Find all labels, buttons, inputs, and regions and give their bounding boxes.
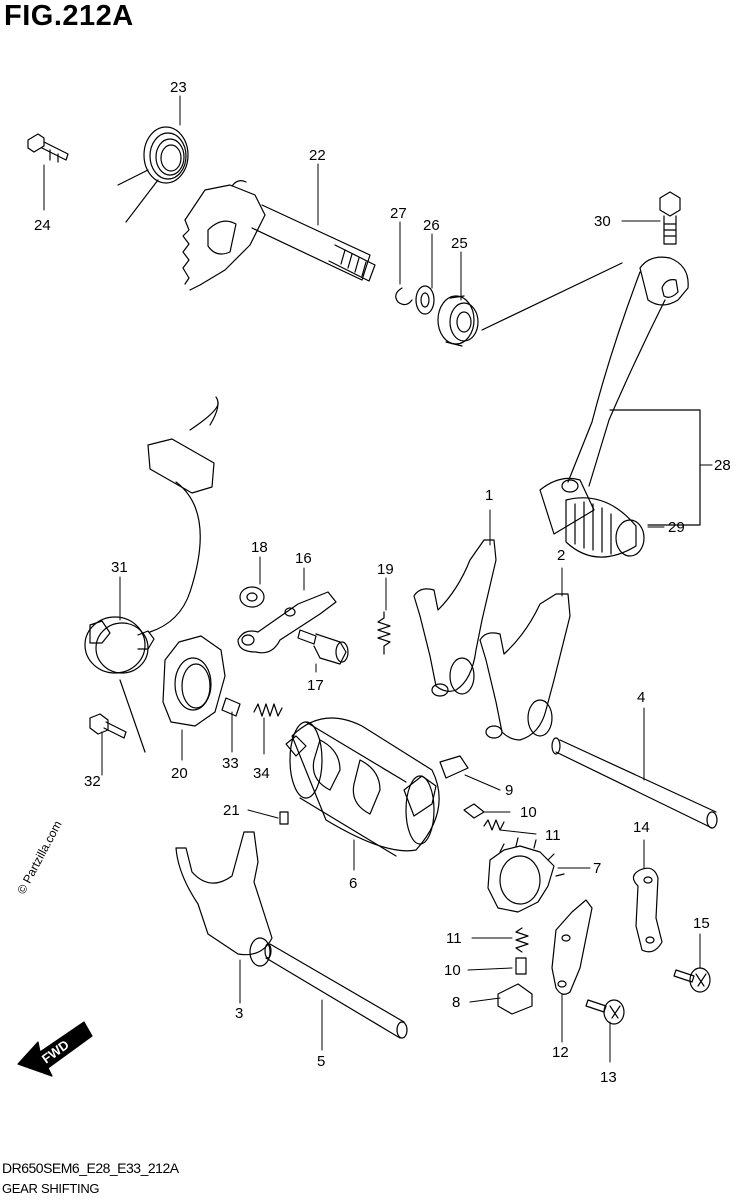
callout-4: 4 (637, 689, 645, 706)
callout-labels: 23 24 22 27 26 25 30 28 29 1 2 31 18 16 … (34, 79, 731, 1086)
part-27-circlip[interactable] (395, 287, 413, 306)
part-22-shift-shaft[interactable] (182, 180, 376, 291)
callout-20: 20 (171, 765, 188, 782)
callout-2: 2 (557, 547, 565, 564)
part-9-pin[interactable] (439, 755, 469, 779)
callout-19: 19 (377, 561, 394, 578)
figure-title: FIG.212A (4, 0, 134, 32)
figure-code: DR650SEM6_E28_E33_212A (2, 1160, 179, 1176)
part-30-bolt[interactable] (659, 191, 681, 245)
callout-31: 31 (111, 559, 128, 576)
part-4-fork-shaft[interactable] (551, 737, 718, 829)
callout-28: 28 (714, 457, 731, 474)
callout-14: 14 (633, 819, 650, 836)
callout-29: 29 (668, 519, 685, 536)
part-17-bolt[interactable] (297, 629, 349, 665)
callout-22: 22 (309, 147, 326, 164)
guide-line-31-32 (119, 679, 146, 753)
callout-11-lower: 11 (446, 930, 462, 947)
part-2-shift-fork[interactable] (479, 593, 571, 741)
part-10-pin-upper[interactable] (463, 803, 485, 819)
part-3-shift-fork[interactable] (175, 831, 273, 967)
part-1-shift-fork[interactable] (413, 539, 497, 697)
part-12-stopper-plate[interactable] (551, 899, 593, 995)
callout-11-upper: 11 (545, 827, 561, 844)
callout-24: 24 (34, 217, 51, 234)
part-29-pedal-rubber[interactable] (561, 479, 645, 558)
callout-13: 13 (600, 1069, 617, 1086)
callout-27: 27 (390, 205, 407, 222)
callout-3: 3 (235, 1005, 243, 1022)
callout-10-lower: 10 (444, 962, 461, 979)
watermark: © Partzilla.com (14, 818, 64, 896)
callout-17: 17 (307, 677, 324, 694)
callout-16: 16 (295, 550, 312, 567)
part-32-screw[interactable] (89, 713, 127, 739)
part-26-washer[interactable] (415, 285, 435, 315)
part-5-fork-shaft[interactable] (264, 943, 408, 1039)
part-31-gear-position-switch[interactable] (84, 396, 219, 674)
callout-32: 32 (84, 773, 101, 790)
callout-21: 21 (223, 802, 240, 819)
callout-8: 8 (452, 994, 460, 1011)
callout-5: 5 (317, 1053, 325, 1070)
part-10-pin-lower[interactable] (515, 957, 527, 975)
figure-name: GEAR SHIFTING (2, 1181, 100, 1196)
part-21-pin[interactable] (279, 811, 289, 825)
part-14-stopper-plate[interactable] (632, 867, 663, 953)
callout-1: 1 (485, 487, 493, 504)
callout-7: 7 (593, 860, 601, 877)
part-25-oil-seal[interactable] (437, 295, 479, 347)
callout-26: 26 (423, 217, 440, 234)
bracket-28 (609, 409, 701, 526)
part-24-bolt[interactable] (27, 133, 69, 163)
part-13-screw[interactable] (585, 999, 625, 1025)
part-34-spring[interactable] (253, 703, 283, 717)
guide-line-25-28 (481, 262, 623, 331)
callout-34: 34 (253, 765, 270, 782)
part-23-spring[interactable] (117, 126, 189, 223)
callout-18: 18 (251, 539, 268, 556)
part-33-pin[interactable] (221, 697, 241, 717)
part-6-gearshift-cam[interactable] (285, 717, 440, 857)
part-11-spring-lower[interactable] (515, 927, 529, 953)
callout-33: 33 (222, 755, 239, 772)
leader-lines (43, 95, 713, 1063)
callout-6: 6 (349, 875, 357, 892)
callout-12: 12 (552, 1044, 569, 1061)
part-19-spring[interactable] (377, 611, 391, 655)
part-18-washer[interactable] (239, 586, 265, 608)
part-16-stopper-arm[interactable] (237, 591, 337, 654)
callout-15: 15 (693, 915, 710, 932)
part-8-stopper[interactable] (497, 983, 533, 1015)
part-15-screw[interactable] (673, 967, 711, 993)
callout-9: 9 (505, 782, 513, 799)
part-11-spring-upper[interactable] (483, 819, 505, 831)
part-28-gearshift-lever[interactable] (539, 256, 689, 535)
part-7-cam-driven-gear[interactable] (487, 837, 565, 913)
callout-10-upper: 10 (520, 804, 537, 821)
part-20-cam-plate[interactable] (162, 635, 226, 727)
fwd-arrow-icon (17, 1021, 93, 1077)
callout-25: 25 (451, 235, 468, 252)
callout-23: 23 (170, 79, 187, 96)
callout-30: 30 (594, 213, 611, 230)
